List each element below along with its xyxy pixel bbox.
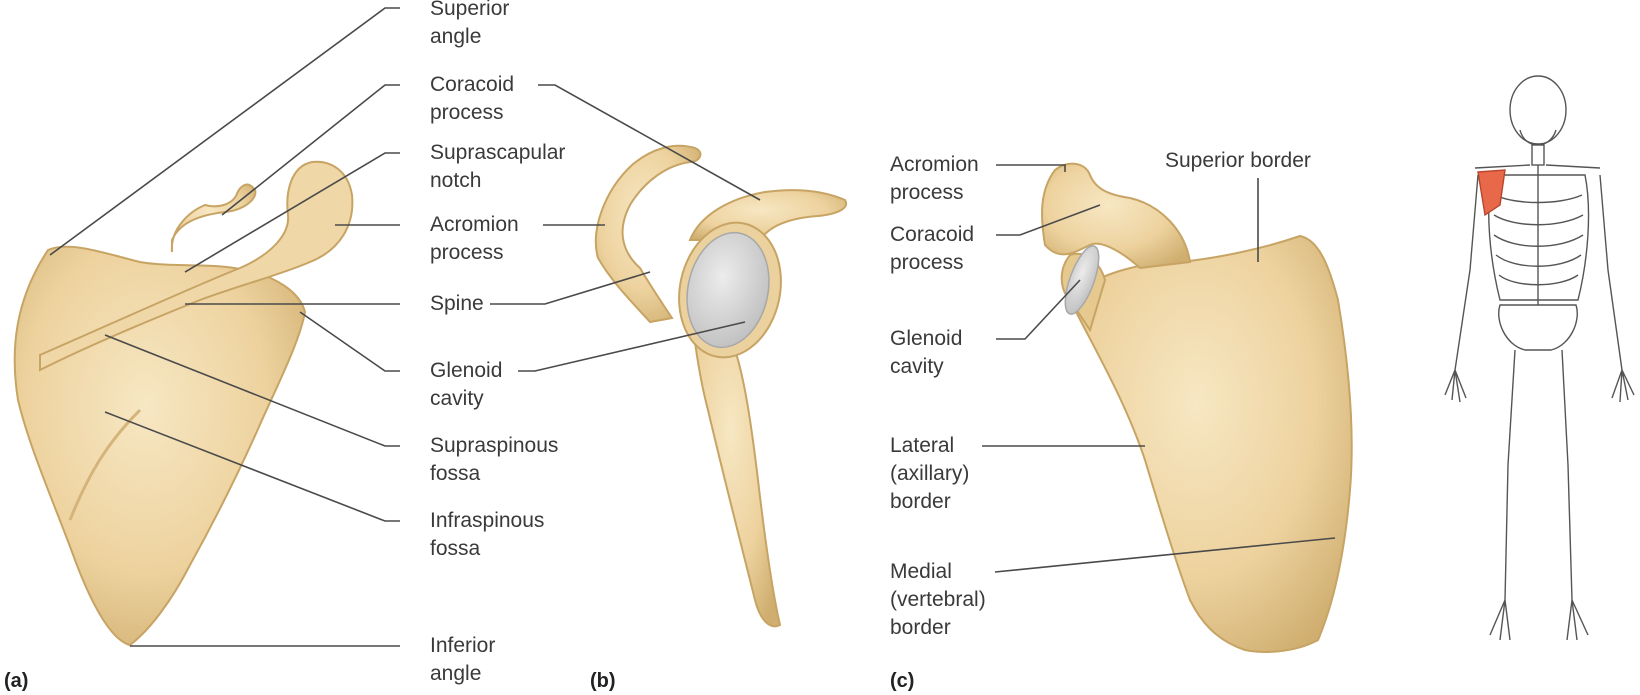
skeleton-highlighted-scapula: [1477, 169, 1506, 217]
label-spine: Spine: [430, 292, 484, 315]
leader-suprascapular-notch: [184, 152, 400, 273]
leader-coracoid-process-c: [996, 204, 1101, 236]
skeleton-neck: [1531, 144, 1545, 166]
label-medial-border: Medial (vertebral) border: [890, 560, 986, 639]
leader-infraspinous-fossa: [104, 411, 400, 522]
skeleton-clavicles: [1474, 164, 1601, 169]
skeleton-legs: [1504, 349, 1573, 601]
label-lateral-border: Lateral (axillary) border: [890, 434, 970, 513]
scapula-posterior-view: [13, 160, 354, 647]
leader-glenoid-cavity-a: [299, 311, 400, 372]
scapula-c-glenoid: [1064, 245, 1100, 315]
label-coracoid-process-ab: Coracoid process: [430, 73, 515, 124]
leader-coracoid-process-ab-b: [538, 84, 761, 201]
leader-spine-b: [490, 271, 651, 305]
label-glenoid-cavity-ab: Glenoid cavity: [430, 359, 503, 410]
label-suprascapular-notch: Suprascapular notch: [430, 141, 566, 192]
scapula-anterior-view: [1041, 162, 1353, 653]
leader-medial-border: [994, 537, 1336, 573]
label-superior-border: Superior border: [1165, 149, 1311, 172]
panel-label-a: (a): [4, 670, 29, 692]
skeleton-pelvis: [1498, 304, 1578, 351]
label-acromion-process-ab: Acromion process: [430, 213, 519, 264]
scapula-c-body: [1068, 234, 1353, 653]
scapula-a-spine-acromion: [39, 160, 354, 372]
label-coracoid-process-c: Coracoid process: [890, 223, 975, 274]
scapula-b-coracoid-arm: [594, 144, 702, 324]
scapula-lateral-view: [594, 144, 848, 628]
label-infraspinous-fossa: Infraspinous fossa: [430, 509, 545, 560]
scapula-c-process: [1041, 162, 1192, 270]
scapula-b-glenoid-cavity: [686, 231, 770, 349]
leader-glenoid-cavity-b: [518, 321, 746, 372]
leader-superior-angle: [49, 7, 400, 256]
skeleton-arms: [1454, 174, 1623, 371]
skeleton-locator: [1444, 75, 1635, 641]
label-superior-angle: Superior angle: [430, 0, 510, 48]
panel-label-b: (b): [590, 670, 616, 692]
label-inferior-angle: Inferior angle: [430, 634, 496, 685]
scapula-a-coracoid: [170, 183, 257, 253]
skeleton-skull: [1509, 75, 1567, 145]
label-acromion-process-c: Acromion process: [890, 153, 979, 204]
scapula-b-blade: [689, 299, 782, 628]
skeleton-hands: [1444, 369, 1635, 403]
leader-glenoid-cavity-c: [996, 279, 1081, 340]
label-glenoid-cavity-c: Glenoid cavity: [890, 327, 963, 378]
leader-acromion-process-c: [996, 164, 1066, 172]
panel-label-c: (c): [890, 670, 915, 692]
scapula-a-ridge: [68, 408, 142, 521]
leader-lines: [49, 7, 1336, 647]
leader-coracoid-process-ab: [221, 84, 400, 216]
leader-supraspinous-fossa: [104, 334, 400, 447]
skeleton-feet: [1489, 599, 1589, 641]
label-supraspinous-fossa: Supraspinous fossa: [430, 434, 559, 485]
